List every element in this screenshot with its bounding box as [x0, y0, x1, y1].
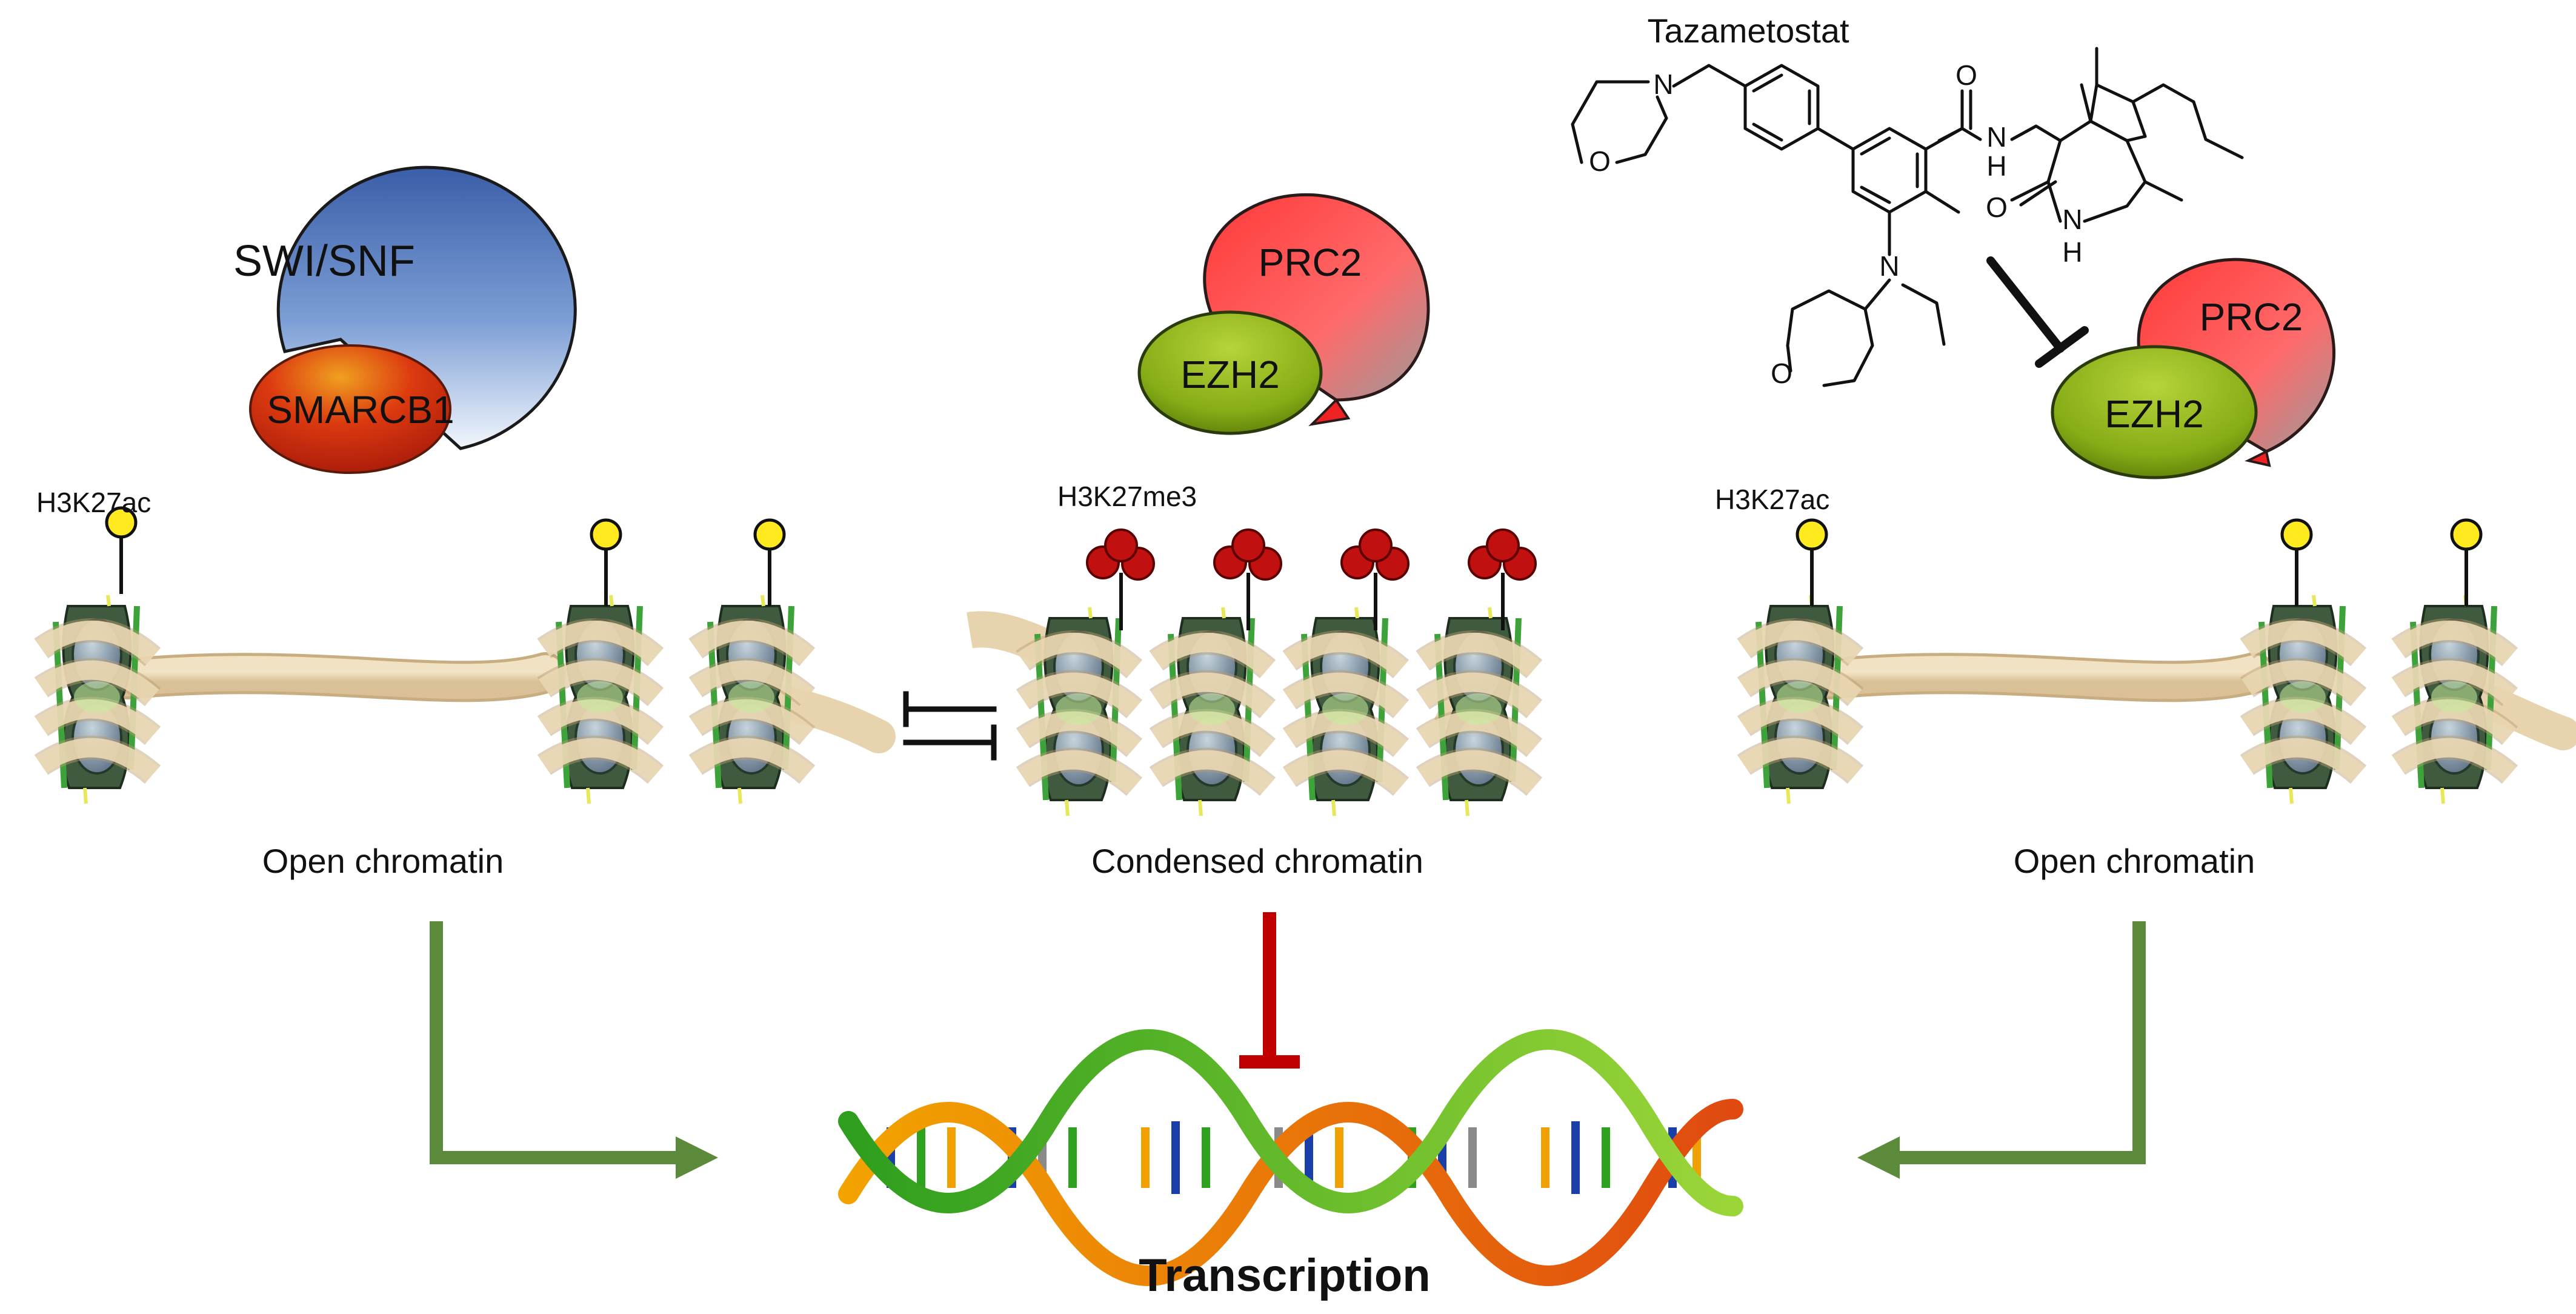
- acetyl-mark: [2452, 520, 2481, 606]
- ezh2-label-middle: EZH2: [1180, 353, 1280, 396]
- drug-name: Tazametostat: [1647, 12, 1849, 50]
- condensed-chromatin: [1023, 530, 1536, 816]
- atom-amide-n: N: [1986, 121, 2006, 153]
- atom-pyridone-h: H: [2062, 236, 2082, 268]
- methyl-mark: [1342, 530, 1408, 630]
- acetyl-mark: [107, 508, 136, 594]
- prc2-complex-middle: PRC2 EZH2: [1137, 193, 1430, 435]
- drug-inhibition-arrow: [1986, 256, 2089, 368]
- chromatin-linkers: [107, 611, 2576, 753]
- nucleosome: [1423, 607, 1534, 816]
- atom-morpholine-o: O: [1589, 145, 1611, 177]
- mark-label-right: H3K27ac: [1715, 484, 1829, 515]
- state-label-right: Open chromatin: [2014, 842, 2255, 880]
- methyl-mark: [1469, 530, 1536, 630]
- activation-arrow-left: [430, 921, 718, 1179]
- nucleosome: [1156, 607, 1268, 816]
- nucleosome: [696, 595, 807, 804]
- swisnf-complex: SWI/SNF SMARCB1: [233, 165, 577, 474]
- atom-amide-o: O: [1955, 59, 1977, 91]
- activation-arrow-right: [1857, 921, 2146, 1179]
- smarcb1-label: SMARCB1: [267, 388, 454, 432]
- acetyl-mark: [1797, 520, 1826, 606]
- tazametostat-atoms: Tazametostat O N O N H O N H N O: [1589, 12, 2083, 389]
- state-label-left: Open chromatin: [262, 842, 504, 880]
- nucleosome: [2398, 595, 2510, 804]
- acetyl-mark: [591, 520, 621, 606]
- mark-label-middle: H3K27me3: [1057, 481, 1197, 512]
- dna-helix: [838, 1029, 1743, 1286]
- nucleosome: [544, 595, 656, 804]
- nucleosome: [1023, 607, 1134, 816]
- transcription-label: Transcription: [1139, 1250, 1430, 1301]
- mark-label-left: H3K27ac: [36, 487, 151, 518]
- nucleosome: [1290, 607, 1401, 816]
- methyl-mark: [1087, 530, 1154, 630]
- nucleosome: [2247, 595, 2358, 804]
- repression-arrow-middle: [1239, 912, 1300, 1069]
- acetyl-mark: [755, 520, 784, 606]
- tazametostat-structure: [1571, 47, 2244, 387]
- state-label-middle: Condensed chromatin: [1091, 842, 1423, 880]
- nucleosome: [1744, 595, 1855, 804]
- nucleosome: [41, 595, 153, 804]
- prc2-label-right: PRC2: [2200, 295, 2303, 339]
- swisnf-label: SWI/SNF: [233, 237, 415, 285]
- prc2-label-middle: PRC2: [1259, 241, 1362, 284]
- atom-morpholine-n: N: [1653, 68, 1673, 100]
- prc2-complex-right: PRC2 EZH2: [2051, 258, 2335, 479]
- atom-amide-h: H: [1986, 150, 2006, 182]
- ezh2-label-right: EZH2: [2105, 392, 2204, 436]
- atom-oxane-o: O: [1771, 358, 1792, 389]
- acetyl-mark: [2282, 520, 2311, 606]
- atom-pyridone-n: N: [2062, 204, 2082, 235]
- atom-pyridone-o: O: [1986, 192, 2008, 223]
- atom-amine-n: N: [1879, 250, 1899, 282]
- equilibrium-arrows: [903, 691, 997, 761]
